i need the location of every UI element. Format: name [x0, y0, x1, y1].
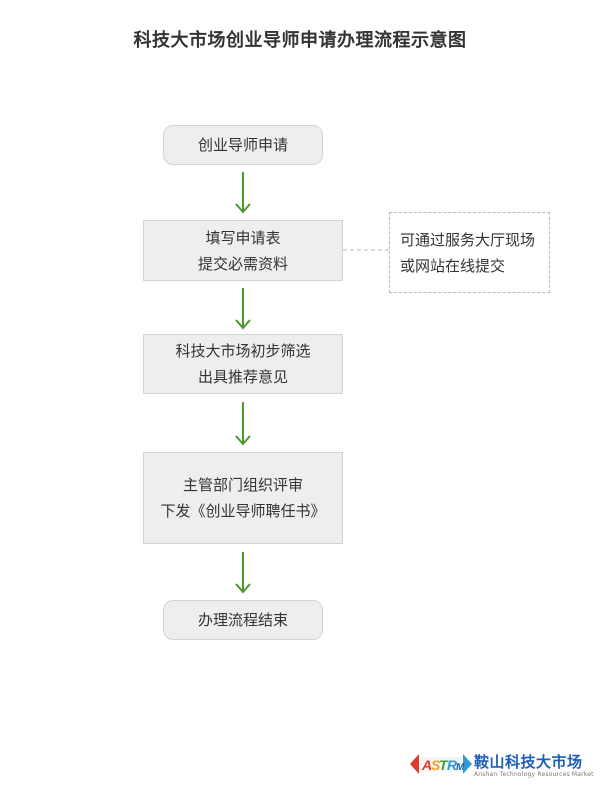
step-start-apply-text: 创业导师申请: [197, 136, 288, 154]
step-fill-form-line-2: 提交必需资料: [197, 254, 288, 273]
submission-note-line-2: 或网站在线提交: [400, 256, 506, 275]
logo-tagline: Anshan Technology Resources Market: [474, 771, 594, 778]
submission-note: 可通过服务大厅现场 或网站在线提交: [389, 212, 550, 293]
step-initial-screening-line-1: 科技大市场初步筛选: [175, 342, 311, 360]
step-initial-screening: 科技大市场初步筛选 出具推荐意见: [143, 334, 343, 394]
step-review-line-1: 主管部门组织评审: [182, 476, 303, 494]
step-review: 主管部门组织评审 下发《创业导师聘任书》: [143, 452, 343, 544]
step-start-apply: 创业导师申请: [163, 125, 323, 165]
arrow-1: [235, 172, 251, 214]
svg-text:R: R: [447, 757, 458, 773]
step-fill-form-line-1: 填写申请表: [205, 228, 281, 247]
arrow-3: [235, 402, 251, 446]
svg-text:M: M: [456, 762, 465, 773]
arrow-4: [235, 552, 251, 594]
svg-text:A: A: [421, 757, 432, 773]
svg-text:T: T: [439, 757, 449, 773]
step-review-line-2: 下发《创业导师聘任书》: [160, 502, 326, 520]
submission-note-line-1: 可通过服务大厅现场: [400, 230, 536, 249]
page-title: 科技大市场创业导师申请办理流程示意图: [133, 30, 467, 51]
step-end: 办理流程结束: [163, 600, 323, 640]
astrm-logo-icon: A S T R M: [410, 754, 472, 774]
svg-text:S: S: [431, 757, 441, 773]
logo-name: 鞍山科技大市场: [474, 753, 583, 771]
logo: A S T R M 鞍山科技大市场 Anshan Technology Reso…: [410, 748, 594, 788]
step-initial-screening-line-2: 出具推荐意见: [197, 368, 288, 386]
step-end-text: 办理流程结束: [197, 611, 288, 629]
step-fill-form: 填写申请表 提交必需资料: [143, 220, 343, 281]
arrow-2: [235, 288, 251, 330]
